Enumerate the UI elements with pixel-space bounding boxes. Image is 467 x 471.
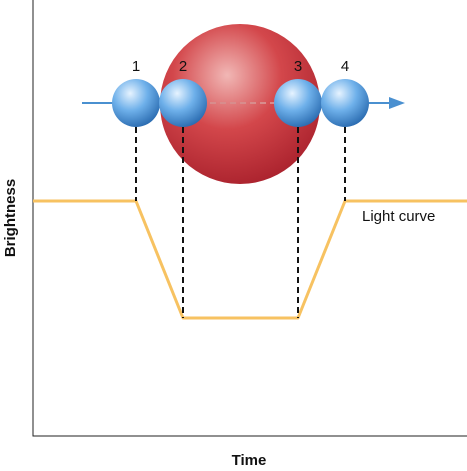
contact-label-2: 2 <box>179 58 187 75</box>
contact-label-4: 4 <box>341 58 349 75</box>
planet-contact-3 <box>274 79 322 127</box>
orbit-arrow-head <box>389 97 405 109</box>
planet-contact-1 <box>112 79 160 127</box>
plot-axes <box>32 0 467 437</box>
planet-contact-4 <box>321 79 369 127</box>
planet-contact-2 <box>159 79 207 127</box>
contact-label-3: 3 <box>294 58 302 75</box>
light-curve-label: Light curve <box>362 208 435 225</box>
y-axis-label: Brightness <box>2 179 19 257</box>
x-axis-label: Time <box>232 452 267 469</box>
light-curve <box>33 199 467 320</box>
contact-label-1: 1 <box>132 58 140 75</box>
